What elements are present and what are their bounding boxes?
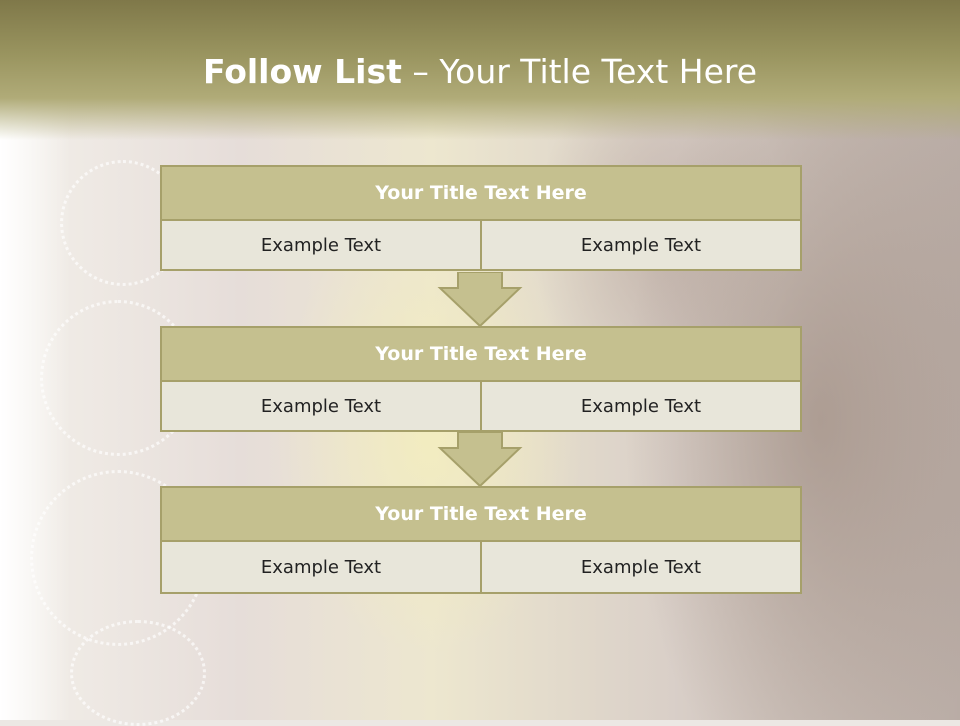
lace-decoration xyxy=(70,620,206,726)
step-row: Example Text Example Text xyxy=(160,382,802,432)
down-arrow-icon xyxy=(437,272,523,328)
step-cell-left: Example Text xyxy=(160,542,482,594)
step-block: Your Title Text Here Example Text Exampl… xyxy=(160,165,802,271)
step-row: Example Text Example Text xyxy=(160,221,802,271)
header-band xyxy=(0,0,960,140)
step-title: Your Title Text Here xyxy=(160,165,802,221)
step-block: Your Title Text Here Example Text Exampl… xyxy=(160,486,802,594)
step-cell-left: Example Text xyxy=(160,221,482,271)
down-arrow-icon xyxy=(437,432,523,488)
step-title: Your Title Text Here xyxy=(160,486,802,542)
slide-title: Follow List – Your Title Text Here xyxy=(0,52,960,91)
title-rest: – Your Title Text Here xyxy=(401,52,758,91)
step-block: Your Title Text Here Example Text Exampl… xyxy=(160,326,802,432)
step-cell-right: Example Text xyxy=(482,542,802,594)
step-row: Example Text Example Text xyxy=(160,542,802,594)
step-cell-right: Example Text xyxy=(482,221,802,271)
title-bold: Follow List xyxy=(202,52,402,91)
step-cell-left: Example Text xyxy=(160,382,482,432)
step-cell-right: Example Text xyxy=(482,382,802,432)
step-title: Your Title Text Here xyxy=(160,326,802,382)
